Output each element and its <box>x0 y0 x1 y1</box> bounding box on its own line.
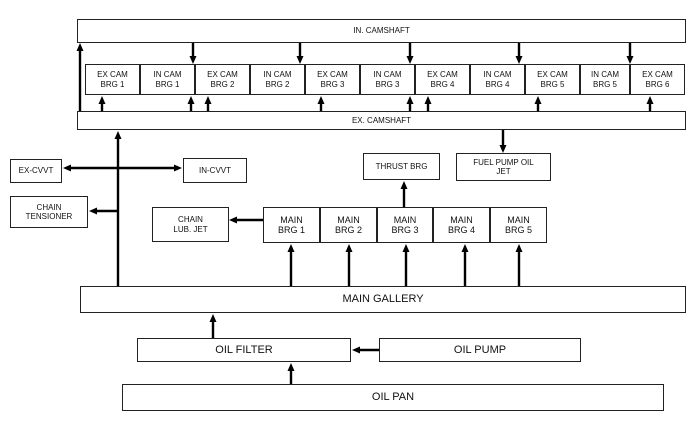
arrowhead <box>296 56 304 64</box>
arrowhead <box>76 43 84 51</box>
chain-lub-jet-box: CHAIN LUB. JET <box>152 207 229 242</box>
ex-cam-brg-6: EX CAM BRG 6 <box>630 64 685 95</box>
main-gallery-box: MAIN GALLERY <box>80 286 686 313</box>
arrowhead <box>114 131 122 139</box>
ex-cam-brg-5: EX CAM BRG 5 <box>525 64 580 95</box>
arrowhead <box>187 96 195 104</box>
arrowhead <box>352 346 360 354</box>
main-brg-2: MAIN BRG 2 <box>320 207 377 243</box>
fuel-pump-oil-jet-box: FUEL PUMP OIL JET <box>456 153 551 181</box>
main-brg-1: MAIN BRG 1 <box>263 207 320 243</box>
ex-cam-brg-3: EX CAM BRG 3 <box>305 64 360 95</box>
ex-cam-brg-1: EX CAM BRG 1 <box>85 64 140 95</box>
ex-cam-brg-4: EX CAM BRG 4 <box>415 64 470 95</box>
in-cvvt-box: IN-CVVT <box>183 158 247 183</box>
arrowhead <box>534 96 542 104</box>
arrowhead <box>400 181 408 189</box>
arrowhead <box>626 56 634 64</box>
arrowhead <box>406 56 414 64</box>
thrust-brg-box: THRUST BRG <box>363 153 440 180</box>
chain-tensioner-box: CHAIN TENSIONER <box>10 196 88 228</box>
oil-filter-box: OIL FILTER <box>137 338 351 362</box>
arrowhead <box>499 145 507 153</box>
arrowhead <box>174 164 182 172</box>
arrowhead <box>515 244 523 252</box>
in-cam-brg-5: IN CAM BRG 5 <box>580 64 630 95</box>
ex-cvvt-box: EX-CVVT <box>10 159 62 183</box>
in-cam-brg-4: IN CAM BRG 4 <box>470 64 525 95</box>
arrowhead <box>89 207 97 215</box>
arrowhead <box>317 96 325 104</box>
arrowhead <box>63 164 71 172</box>
arrowhead <box>345 244 353 252</box>
oil-pump-box: OIL PUMP <box>379 338 581 362</box>
arrowhead <box>424 96 432 104</box>
main-brg-3: MAIN BRG 3 <box>377 207 433 243</box>
in-cam-brg-1: IN CAM BRG 1 <box>140 64 195 95</box>
in-camshaft-box: IN. CAMSHAFT <box>77 19 686 43</box>
in-cam-brg-3: IN CAM BRG 3 <box>360 64 415 95</box>
ex-cam-brg-2: EX CAM BRG 2 <box>195 64 250 95</box>
main-brg-5: MAIN BRG 5 <box>490 207 547 243</box>
arrowhead <box>287 363 295 371</box>
arrowhead <box>229 216 237 224</box>
arrowhead <box>646 96 654 104</box>
arrowhead <box>402 244 410 252</box>
in-cam-brg-2: IN CAM BRG 2 <box>250 64 305 95</box>
arrowhead <box>189 56 197 64</box>
oil-pan-box: OIL PAN <box>122 384 664 411</box>
arrowhead <box>209 314 217 322</box>
arrowhead <box>515 56 523 64</box>
arrowhead <box>98 96 106 104</box>
arrowhead <box>287 244 295 252</box>
arrowhead <box>406 96 414 104</box>
ex-camshaft-box: EX. CAMSHAFT <box>77 111 686 130</box>
arrowhead <box>204 96 212 104</box>
arrowhead <box>461 244 469 252</box>
main-brg-4: MAIN BRG 4 <box>433 207 490 243</box>
